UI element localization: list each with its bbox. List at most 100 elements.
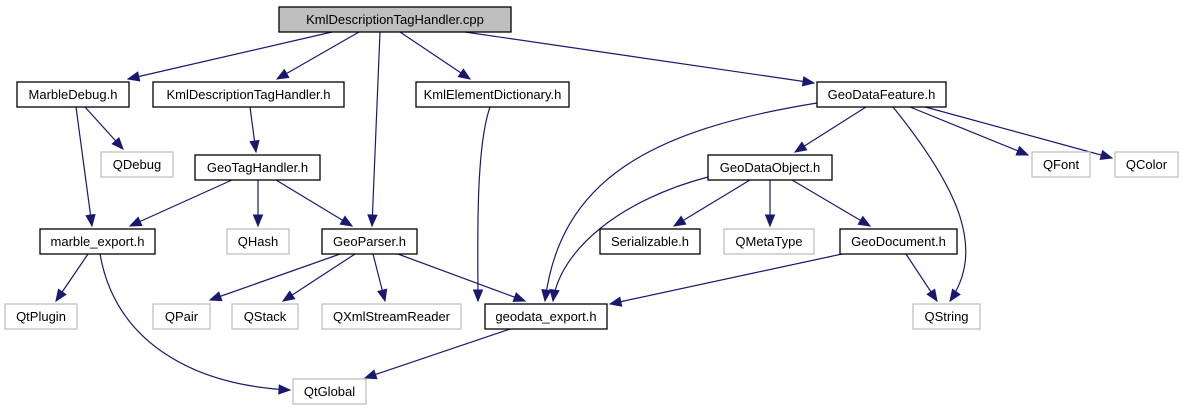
node-label: geodata_export.h: [495, 309, 596, 324]
edge-marbleexport-to-qtplugin: [55, 253, 89, 303]
edge-geotaghandler-to-qhash: [252, 180, 264, 228]
node-box[interactable]: [16, 81, 130, 108]
edge-geodataobject-to-qmetatype: [764, 180, 776, 228]
node-kmlelemdict[interactable]: KmlElementDictionary.h: [415, 81, 570, 108]
node-qcolor: QColor: [1114, 151, 1179, 178]
node-label: QHash: [238, 234, 278, 249]
node-box: [226, 228, 290, 255]
arrowhead-icon: [249, 139, 260, 154]
node-box: [723, 228, 815, 255]
arrowhead-icon: [281, 290, 296, 302]
arrowhead-icon: [278, 384, 292, 395]
node-label: QtPlugin: [16, 309, 66, 324]
edge-geodocument-to-qstring: [905, 253, 938, 303]
arrowhead-icon: [949, 288, 961, 303]
node-label: GeoDataObject.h: [720, 160, 820, 175]
arrowhead-icon: [541, 288, 552, 303]
edge-line: [794, 106, 867, 153]
node-qhash: QHash: [226, 228, 290, 255]
node-marbledebug[interactable]: MarbleDebug.h: [16, 81, 130, 108]
arrowhead-icon: [926, 288, 938, 303]
node-geodataobject[interactable]: GeoDataObject.h: [707, 154, 833, 181]
arrowhead-icon: [377, 288, 388, 303]
arrowhead-icon: [801, 76, 816, 87]
node-box[interactable]: [707, 154, 833, 181]
arrowhead-icon: [339, 215, 354, 227]
node-box: [292, 378, 367, 405]
node-geotaghandler[interactable]: GeoTagHandler.h: [194, 154, 321, 181]
node-label: marble_export.h: [51, 234, 145, 249]
arrowhead-icon: [672, 215, 687, 227]
node-label: GeoParser.h: [333, 234, 406, 249]
node-marbleexport[interactable]: marble_export.h: [39, 228, 156, 255]
node-qtplugin: QtPlugin: [4, 303, 78, 330]
node-qxmlstreamreader: QXmlStreamReader: [321, 303, 462, 330]
node-label: QString: [924, 309, 968, 324]
edge-geodatafeature-to-qcolor: [917, 104, 1114, 161]
edge-line: [917, 104, 1113, 159]
node-qstring: QString: [912, 303, 981, 330]
node-label: KmlDescriptionTagHandler.cpp: [306, 12, 484, 27]
arrowhead-icon: [367, 214, 378, 228]
arrowhead-icon: [608, 296, 623, 307]
edge-line: [892, 106, 967, 302]
node-box[interactable]: [278, 6, 512, 33]
node-qdebug: QDebug: [100, 151, 174, 178]
node-geoparser[interactable]: GeoParser.h: [321, 228, 418, 255]
node-box[interactable]: [816, 81, 947, 108]
node-box[interactable]: [599, 228, 701, 255]
node-serializable[interactable]: Serializable.h: [599, 228, 701, 255]
node-label: GeoDocument.h: [851, 234, 946, 249]
edge-kmlelemdict-to-geodataexport: [472, 106, 491, 303]
edge-line: [276, 31, 360, 80]
node-geodocument[interactable]: GeoDocument.h: [839, 228, 958, 255]
edge-geodocument-to-geodataexport: [608, 253, 843, 307]
edge-marbledebug-to-qdebug: [84, 106, 124, 150]
arrowhead-icon: [126, 71, 141, 82]
edge-line: [673, 179, 751, 227]
node-qpair: QPair: [152, 303, 211, 330]
edge-geodatafeature-to-geodataobject: [793, 106, 867, 153]
arrowhead-icon: [1015, 145, 1030, 156]
node-box: [321, 303, 462, 330]
edge-root-to-marbledebug: [126, 31, 333, 82]
edge-line: [127, 31, 333, 80]
node-box[interactable]: [194, 154, 321, 181]
arrowhead-icon: [275, 68, 290, 80]
node-box[interactable]: [484, 303, 608, 330]
node-label: QXmlStreamReader: [333, 309, 451, 324]
node-box: [1114, 151, 1179, 178]
node-box[interactable]: [415, 81, 570, 108]
node-box: [4, 303, 78, 330]
node-box[interactable]: [39, 228, 156, 255]
node-box[interactable]: [152, 81, 345, 108]
node-label: QMetaType: [735, 234, 802, 249]
node-kmldesch[interactable]: KmlDescriptionTagHandler.h: [152, 81, 345, 108]
edge-kmldesch-to-geotaghandler: [249, 106, 260, 154]
arrowhead-icon: [793, 141, 808, 153]
node-qstack: QStack: [231, 303, 299, 330]
edge-line: [75, 106, 93, 227]
node-box[interactable]: [321, 228, 418, 255]
node-box[interactable]: [839, 228, 958, 255]
edge-geoparser-to-geodataexport: [397, 253, 527, 302]
arrowhead-icon: [512, 292, 527, 302]
node-label: KmlElementDictionary.h: [424, 87, 562, 102]
node-label: MarbleDebug.h: [29, 87, 118, 102]
node-qtglobal: QtGlobal: [292, 378, 367, 405]
edge-geoparser-to-qstack: [281, 253, 356, 302]
edge-line: [99, 253, 291, 391]
edge-geodataexport-to-qtglobal: [363, 328, 511, 380]
edge-root-to-kmldesch: [275, 31, 360, 80]
edge-line: [464, 31, 815, 84]
edge-line: [129, 179, 233, 227]
edge-line: [791, 179, 871, 227]
node-label: QtGlobal: [304, 384, 355, 399]
node-root[interactable]: KmlDescriptionTagHandler.cpp: [278, 6, 512, 33]
edge-line: [477, 106, 491, 302]
node-label: QColor: [1126, 157, 1168, 172]
node-geodatafeature[interactable]: GeoDataFeature.h: [816, 81, 947, 108]
node-geodataexport[interactable]: geodata_export.h: [484, 303, 608, 330]
edge-geodataobject-to-geodocument: [791, 179, 872, 227]
